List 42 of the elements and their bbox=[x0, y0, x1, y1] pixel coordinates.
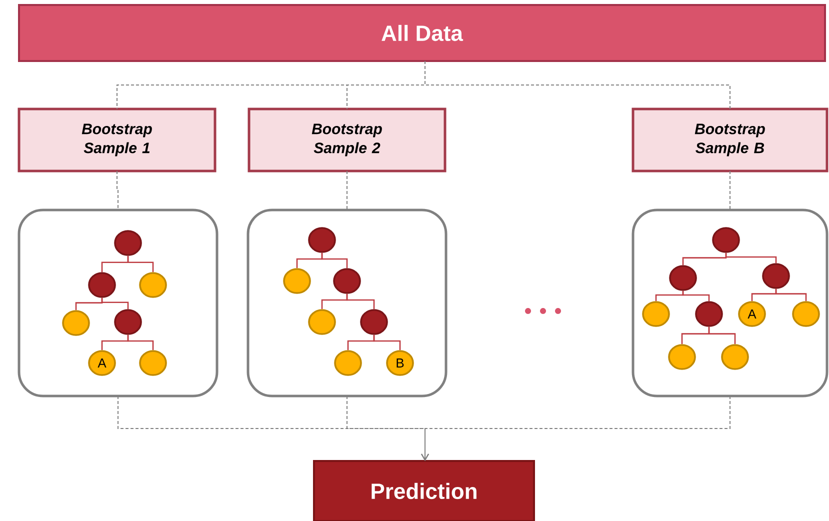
tree-branch bbox=[127, 335, 154, 350]
tree-node bbox=[762, 263, 790, 289]
tree-node bbox=[642, 301, 670, 327]
connector bbox=[116, 170, 118, 210]
tree-node bbox=[308, 309, 336, 335]
tree-node bbox=[669, 265, 697, 291]
tree-branch bbox=[101, 298, 129, 309]
prediction-box: Prediction bbox=[313, 460, 535, 521]
tree-branch bbox=[127, 256, 154, 272]
tree-node bbox=[721, 344, 749, 370]
tree-node bbox=[283, 268, 311, 294]
tree-node bbox=[334, 350, 362, 376]
data-bar: All Data bbox=[18, 4, 826, 62]
tree-node bbox=[360, 309, 388, 335]
tree-node bbox=[792, 301, 820, 327]
tree-node bbox=[333, 268, 361, 294]
tree-node bbox=[139, 272, 167, 298]
tree-branch bbox=[373, 335, 401, 350]
sample-box: Bootstrap Sample B bbox=[632, 108, 828, 172]
tree-node: A bbox=[88, 350, 116, 376]
arrow bbox=[421, 396, 730, 461]
tree-node bbox=[308, 227, 336, 253]
tree-node bbox=[668, 344, 696, 370]
tree-node bbox=[114, 230, 142, 256]
tree-node bbox=[712, 227, 740, 253]
tree-branch bbox=[682, 291, 710, 301]
tree-node bbox=[114, 309, 142, 335]
tree-node: A bbox=[738, 301, 766, 327]
tree-branch bbox=[725, 253, 777, 263]
sample-box: Bootstrap Sample 2 bbox=[248, 108, 446, 172]
tree-node bbox=[139, 350, 167, 376]
tree-node bbox=[88, 272, 116, 298]
tree-node bbox=[695, 301, 723, 327]
tree-branch bbox=[346, 294, 375, 309]
tree-branch bbox=[775, 289, 807, 301]
connector bbox=[424, 60, 730, 110]
connector bbox=[346, 170, 348, 210]
tree-branch bbox=[321, 253, 348, 268]
tree-node bbox=[62, 310, 90, 336]
tree-node: B bbox=[386, 350, 414, 376]
sample-box: Bootstrap Sample 1 bbox=[18, 108, 216, 172]
tree-branch bbox=[708, 327, 736, 344]
